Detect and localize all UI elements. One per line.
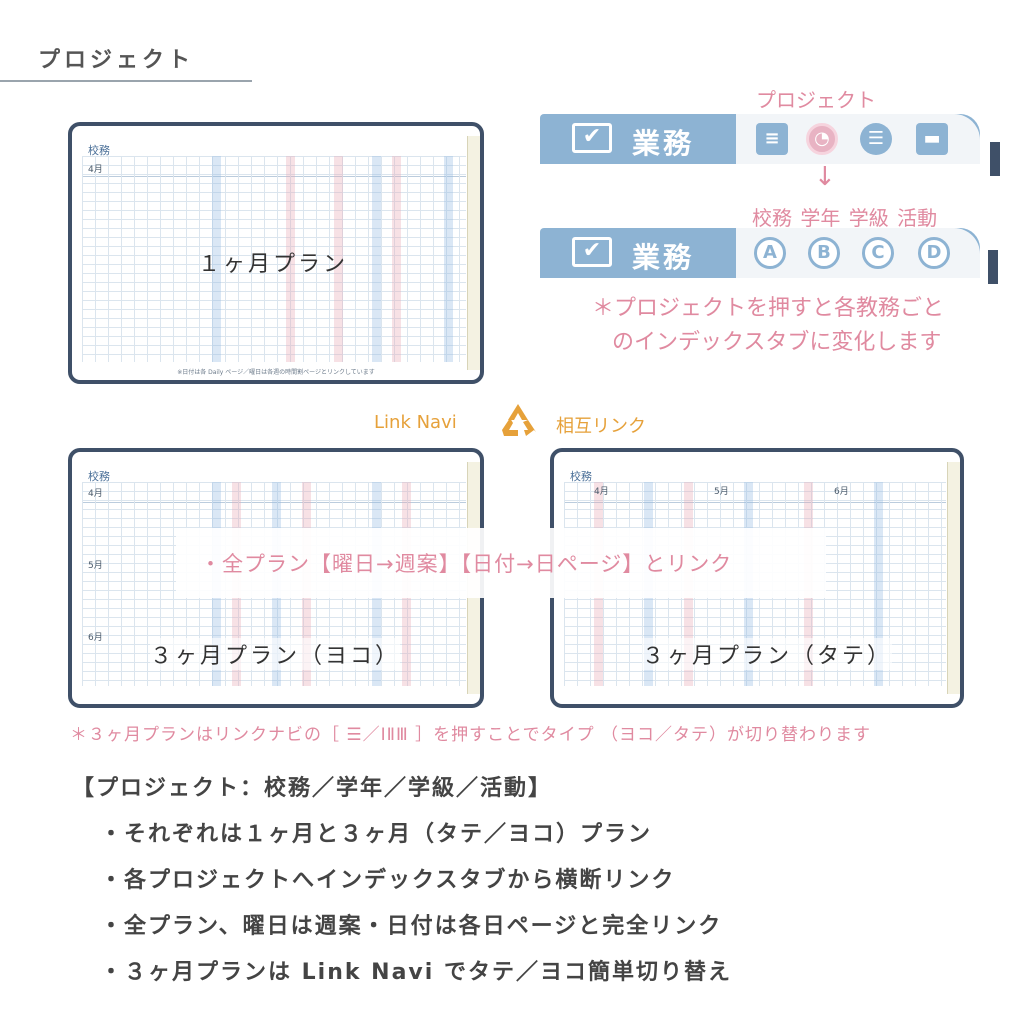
month-label: 5月 bbox=[88, 561, 103, 571]
three-month-horizontal-label: ３ヶ月プラン（ヨコ） bbox=[150, 638, 401, 670]
all-plans-link-note: ・全プラン【曜日→週案】【日付→日ページ】とリンク bbox=[200, 552, 733, 576]
summary-item: ・それぞれは１ヶ月と３ヶ月（タテ／ヨコ）プラン bbox=[100, 822, 653, 847]
month-label: 6月 bbox=[88, 633, 103, 643]
summary-item: ・各プロジェクトへインデックスタブから横断リンク bbox=[100, 868, 676, 893]
page-title: プロジェクト bbox=[38, 48, 195, 73]
sub-label-class: 学級 bbox=[848, 206, 889, 230]
tab-note-line1: ＊プロジェクトを押すと各教務ごと bbox=[592, 296, 945, 321]
month-label: 4月 bbox=[88, 489, 103, 499]
summary-item: ・３ヶ月プランは Link Navi でタテ／ヨコ簡単切り替え bbox=[100, 960, 732, 985]
sub-label-school: 校務 bbox=[752, 206, 792, 230]
business-tab[interactable]: 業務 bbox=[632, 241, 695, 274]
link-info-band bbox=[176, 528, 826, 598]
link-navi-label: Link Navi bbox=[374, 412, 457, 433]
mutual-link-label: 相互リンク bbox=[556, 416, 646, 437]
switch-type-note: ＊３ヶ月プランはリンクナビの［ ☰／ⅠⅡⅢ ］を押すことでタイプ （ヨコ／タテ）… bbox=[70, 725, 872, 745]
month-label: 4月 bbox=[88, 165, 103, 175]
planner-grid bbox=[82, 156, 466, 362]
summary-heading: 【プロジェクト：校務／学年／学級／活動】 bbox=[72, 776, 553, 801]
month-label: 4月 bbox=[594, 487, 609, 497]
three-month-vertical-label: ３ヶ月プラン（タテ） bbox=[642, 638, 893, 670]
project-tab-label: プロジェクト bbox=[756, 88, 876, 112]
business-tab[interactable]: 業務 bbox=[632, 127, 695, 160]
tab-b-icon[interactable]: B bbox=[808, 237, 840, 269]
planner-subject: 校務 bbox=[88, 470, 110, 483]
month-label: 6月 bbox=[834, 487, 849, 497]
planner-subject: 校務 bbox=[88, 144, 110, 157]
tab-d-icon[interactable]: D bbox=[918, 237, 950, 269]
summary-item: ・全プラン、曜日は週案・日付は各日ページと完全リンク bbox=[100, 914, 723, 939]
checkbox-icon: ✔ bbox=[572, 237, 612, 267]
tab-c-icon[interactable]: C bbox=[862, 237, 894, 269]
tab-a-icon[interactable]: A bbox=[754, 237, 786, 269]
sub-label-activity: 活動 bbox=[897, 206, 938, 230]
one-month-plan-label: １ヶ月プラン bbox=[198, 252, 349, 277]
checkbox-icon: ✔ bbox=[572, 123, 612, 153]
folder-icon[interactable]: ▬ bbox=[916, 123, 948, 155]
index-side-tabs[interactable] bbox=[947, 462, 960, 694]
title-underline bbox=[0, 80, 252, 82]
planner-subject: 校務 bbox=[570, 470, 592, 483]
planner-footer: ※日付は各 Daily ページ／曜日は各週の時間割ページとリンクしています bbox=[177, 369, 375, 376]
arrow-down-icon: ↓ bbox=[814, 162, 836, 192]
project-sub-labels: 校務 学年 学級 活動 bbox=[752, 202, 937, 231]
chat-icon[interactable]: ☰ bbox=[860, 123, 892, 155]
clock-icon[interactable]: ◔ bbox=[806, 123, 838, 155]
tab-note-line2: のインデックスタブに変化します bbox=[612, 330, 942, 355]
sub-label-grade: 学年 bbox=[800, 206, 841, 230]
one-month-plan-thumbnail[interactable]: 校務 4月 ※日付は各 Daily ページ／曜日は各週の時間割ページとリンクして… bbox=[68, 122, 484, 384]
recycle-link-icon bbox=[494, 398, 542, 450]
index-side-tabs[interactable] bbox=[467, 136, 480, 370]
document-icon[interactable]: ≡ bbox=[756, 123, 788, 155]
index-tab-bar-subjects: ✔ 業務 A B C D bbox=[540, 228, 998, 284]
index-tab-bar-project: ✔ 業務 ≡ ◔ ☰ ▬ bbox=[540, 114, 1000, 176]
month-label: 5月 bbox=[714, 487, 729, 497]
